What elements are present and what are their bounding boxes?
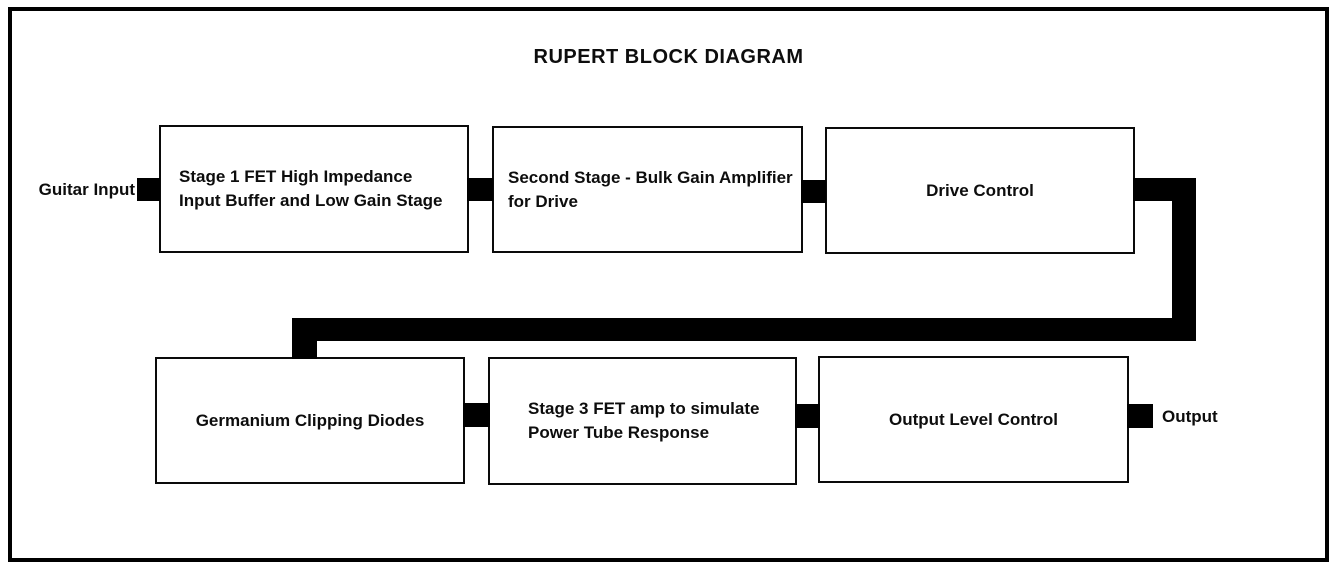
guitar-input-label: Guitar Input bbox=[38, 180, 135, 199]
node-stage1-fet-input-buffer: Stage 1 FET High Impedance Input Buffer … bbox=[159, 125, 469, 253]
node-output-level-control: Output Level Control bbox=[818, 356, 1129, 483]
node-label-line: for Drive bbox=[508, 191, 578, 211]
edge-right-vertical-drop bbox=[1172, 178, 1196, 341]
output-label: Output bbox=[1162, 407, 1218, 426]
edge-drop-into-germanium bbox=[292, 318, 317, 359]
node-stage3-fet-power-tube: Stage 3 FET amp to simulate Power Tube R… bbox=[488, 357, 797, 485]
edge-stage1-to-second-stage bbox=[467, 178, 493, 201]
node-germanium-clipping-diodes: Germanium Clipping Diodes bbox=[155, 357, 465, 484]
node-label-line: Power Tube Response bbox=[528, 423, 710, 442]
edge-germanium-to-stage3 bbox=[463, 403, 490, 427]
node-label-line: Germanium Clipping Diodes bbox=[195, 410, 425, 430]
diagram-outer-frame bbox=[8, 7, 1329, 562]
edge-guitar-input-to-stage1 bbox=[137, 178, 160, 201]
node-second-stage-bulk-gain: Second Stage - Bulk Gain Amplifier for D… bbox=[492, 126, 803, 253]
edge-stage3-to-output-level bbox=[795, 404, 820, 428]
diagram-title: RUPERT BLOCK DIAGRAM bbox=[533, 46, 804, 68]
edge-return-horizontal-bar bbox=[292, 318, 1196, 341]
node-label-line: Drive Control bbox=[926, 180, 1034, 200]
node-drive-control: Drive Control bbox=[825, 127, 1135, 254]
node-label-line: Input Buffer and Low Gain Stage bbox=[179, 191, 443, 210]
node-label-line: Stage 3 FET amp to simulate bbox=[528, 399, 760, 418]
node-label-line: Second Stage - Bulk Gain Amplifier bbox=[508, 167, 793, 187]
node-label-line: Output Level Control bbox=[888, 409, 1059, 429]
node-label-line: Stage 1 FET High Impedance bbox=[179, 167, 413, 186]
edge-output-level-to-output bbox=[1127, 404, 1153, 428]
edge-second-stage-to-drive-control bbox=[801, 180, 826, 203]
